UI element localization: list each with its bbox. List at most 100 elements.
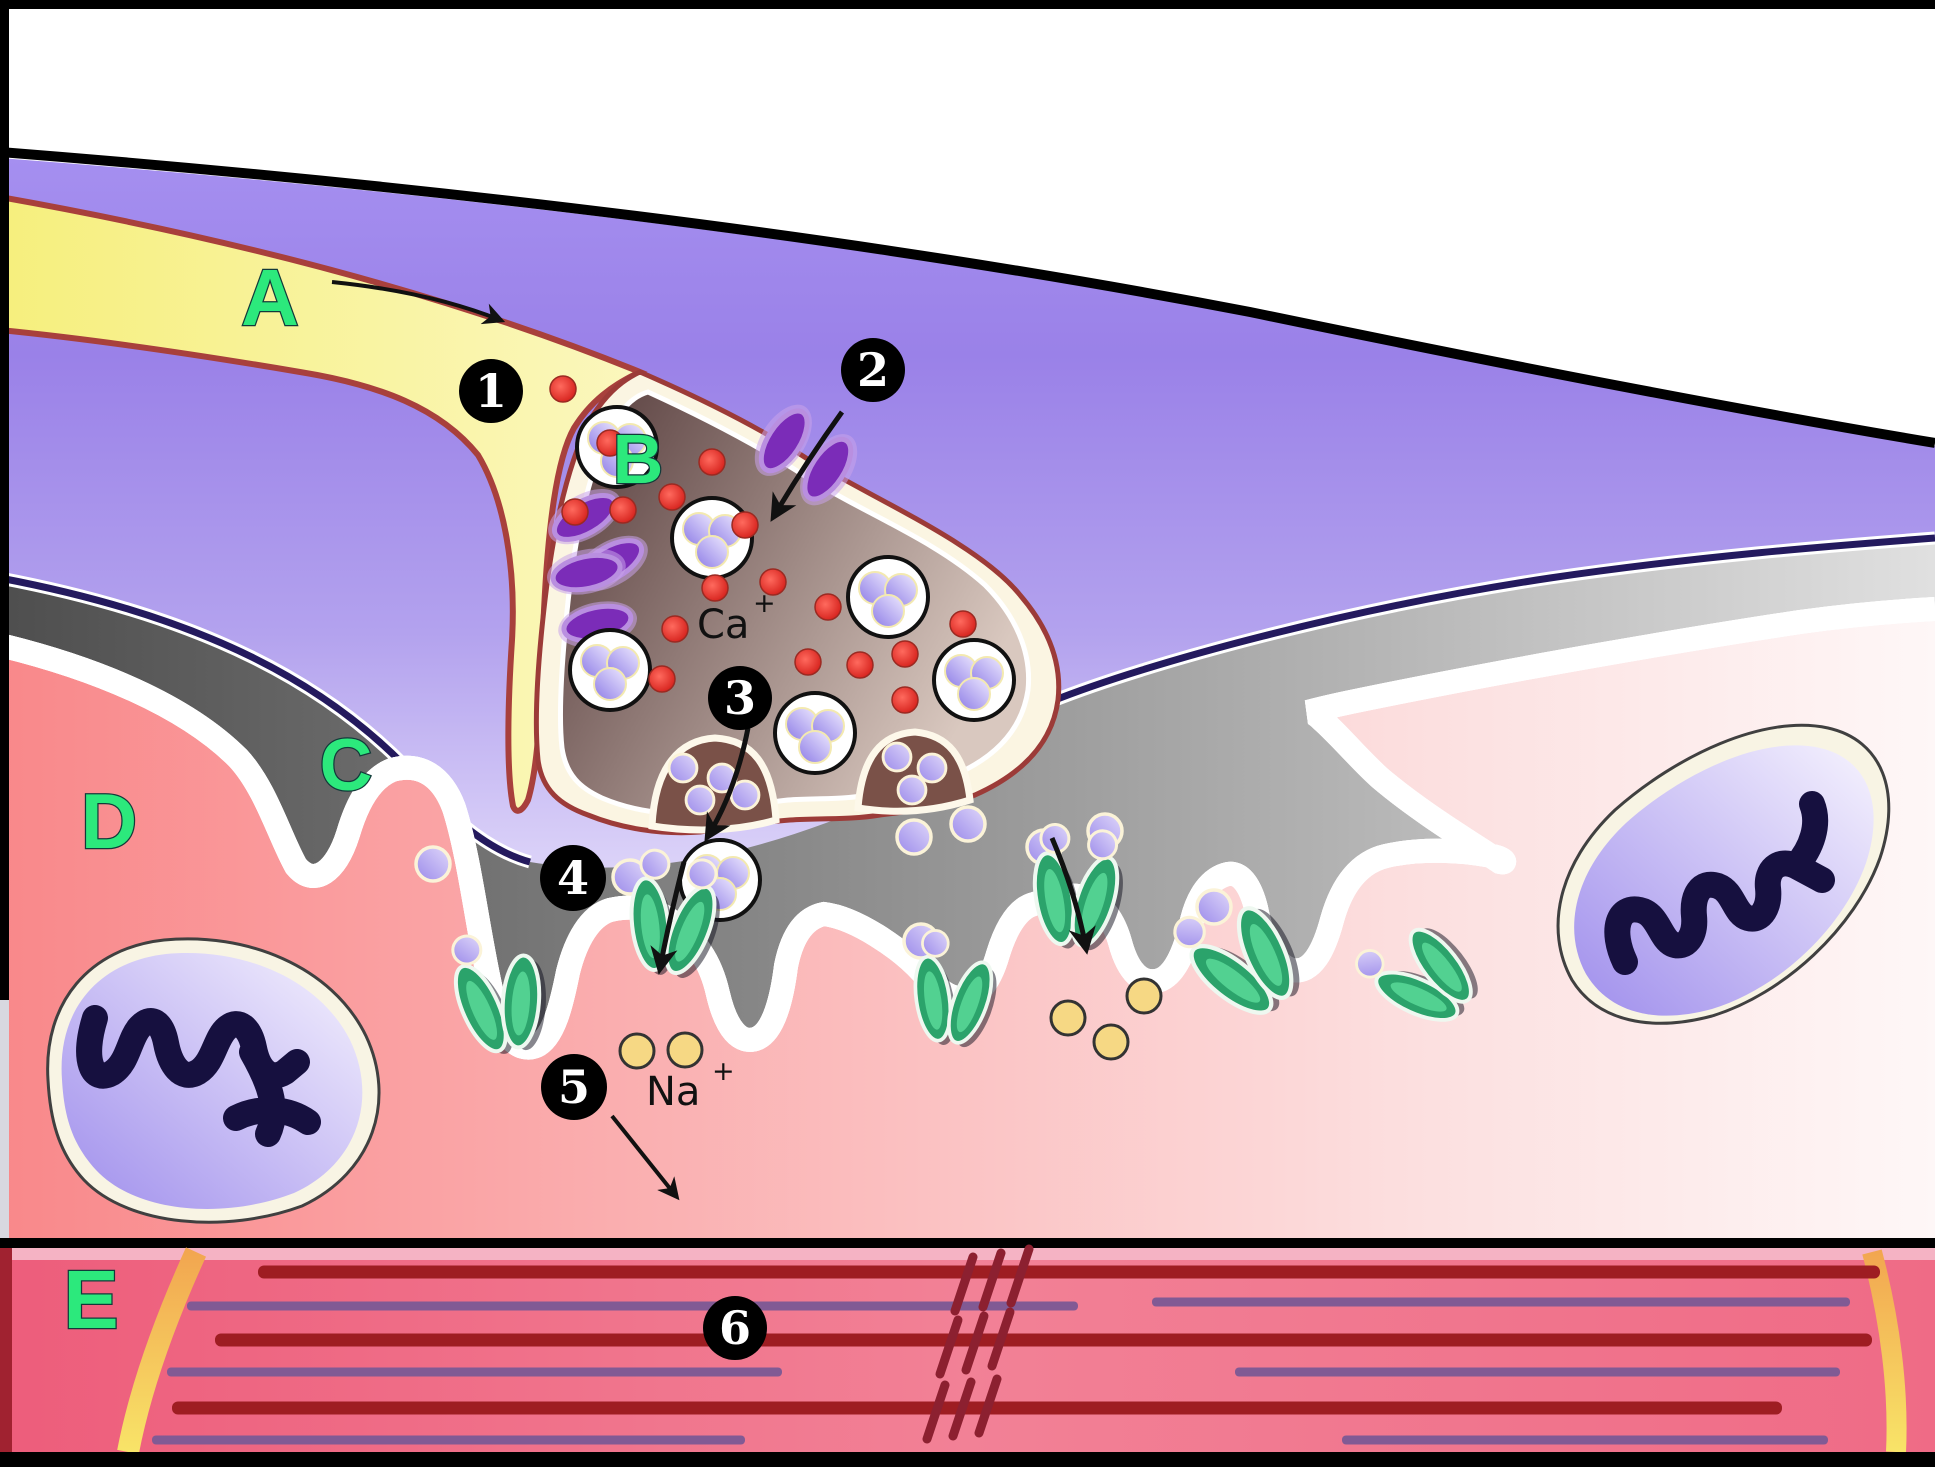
striation-slash — [978, 1248, 1006, 1312]
muscle-fiber-section — [0, 1238, 1935, 1455]
arrow-receptor-binding — [650, 861, 687, 975]
actin-filament-line — [167, 1367, 782, 1377]
step-marker-5: 5 — [541, 1054, 607, 1120]
cleft-top-boundary — [0, 531, 1935, 869]
striation-slash — [922, 1380, 950, 1444]
acetylcholine-docked — [684, 784, 716, 816]
calcium-label: Ca — [697, 602, 749, 648]
step-marker-3: 3 — [708, 666, 772, 730]
acetylcholine-molecule — [1195, 888, 1233, 926]
calcium-ion — [701, 574, 729, 602]
border-top — [0, 0, 1935, 9]
flow-arrows — [331, 280, 1096, 1201]
calcium-ion — [549, 375, 577, 403]
calcium-ion — [661, 615, 689, 643]
border-bottom — [0, 1452, 1935, 1467]
label-cleft: C — [320, 725, 373, 806]
border-left-light — [0, 1000, 9, 1238]
myosin-filament-line — [172, 1401, 1782, 1415]
myosin-filament-line — [215, 1333, 1872, 1347]
calcium-ion — [846, 651, 874, 679]
arrow-calcium-influx — [770, 410, 845, 522]
sodium-ion — [1125, 977, 1163, 1015]
svg-text:1: 1 — [475, 364, 507, 418]
actin-filament-line — [1342, 1435, 1828, 1445]
acetylcholine-receptor-icon — [1020, 820, 1137, 959]
striation-slash — [974, 1374, 1002, 1438]
calcium-ion — [794, 648, 822, 676]
ion-labels: Ca + Na + — [646, 588, 776, 1115]
arrow-vesicle-release — [704, 727, 751, 842]
arrow-action-potential — [331, 280, 506, 325]
striation-slash — [935, 1315, 963, 1379]
label-muscle-cell: D — [81, 777, 137, 865]
muscle-membrane — [0, 609, 1935, 1048]
synaptic-vesicle — [670, 496, 754, 580]
calcium-ion — [814, 593, 842, 621]
sodium-ion — [618, 1032, 656, 1070]
striation-slash — [948, 1377, 976, 1441]
label-muscle-fiber: E — [63, 1253, 118, 1346]
acetylcholine-molecule — [895, 818, 933, 856]
sodium-label: Na — [646, 1069, 700, 1115]
axon-region — [0, 193, 648, 814]
svg-text:5: 5 — [558, 1060, 590, 1114]
acetylcholine-bound — [686, 858, 718, 890]
arrow-receptor-binding-2 — [1049, 837, 1096, 955]
calcium-ion — [731, 511, 759, 539]
svg-text:2: 2 — [857, 343, 889, 397]
acetylcholine-docked — [916, 752, 948, 784]
step-marker-2: 2 — [841, 338, 905, 402]
fiber-yellow-band-right — [1862, 1249, 1907, 1453]
sodium-ion — [1092, 1023, 1130, 1061]
striation-slash — [950, 1252, 978, 1316]
synaptic-vesicle — [846, 555, 930, 639]
acetylcholine-receptor-icon — [612, 844, 737, 989]
label-axon: A — [241, 253, 299, 342]
acetylcholine-receptors — [437, 820, 1503, 1068]
step-markers: 1 2 3 4 5 6 — [459, 338, 905, 1360]
calcium-ion — [609, 496, 637, 524]
calcium-ion — [891, 686, 919, 714]
calcium-charge: + — [753, 588, 776, 619]
sodium-charge: + — [712, 1056, 735, 1087]
calcium-ion — [891, 640, 919, 668]
acetylcholine-bound — [1087, 829, 1119, 861]
svg-text:6: 6 — [719, 1301, 751, 1355]
mito-cristae — [1604, 791, 1835, 975]
sodium-ion — [666, 1031, 704, 1069]
step-marker-1: 1 — [459, 359, 523, 423]
calcium-ion — [648, 665, 676, 693]
nerve-outer-outline — [0, 147, 1935, 448]
svg-text:4: 4 — [557, 851, 589, 905]
actin-filament-line — [152, 1435, 745, 1445]
label-terminal: B — [613, 420, 664, 498]
striation-slash — [987, 1307, 1015, 1371]
myofibril-striations — [152, 1265, 1880, 1445]
striation-slash — [961, 1311, 989, 1375]
step-marker-4: 4 — [540, 845, 606, 911]
striation-slash-marks — [922, 1244, 1034, 1444]
mito-cristae — [76, 1005, 321, 1147]
synaptic-vesicle — [568, 628, 652, 712]
muscle-cell-region — [0, 609, 1935, 1245]
svg-text:3: 3 — [724, 671, 756, 725]
acetylcholine-molecule — [949, 805, 987, 843]
calcium-ion — [561, 498, 589, 526]
synaptic-vesicle — [773, 691, 857, 775]
calcium-ion — [949, 610, 977, 638]
region-labels: A B C D E — [62, 252, 664, 1348]
arrow-sodium-spread — [610, 1114, 680, 1201]
mitochondrion-right — [1556, 723, 1891, 1025]
fiber-yellow-band-left — [117, 1247, 207, 1455]
sodium-ion — [1049, 999, 1087, 1037]
synaptic-vesicle — [932, 638, 1016, 722]
border-left — [0, 0, 9, 1000]
acetylcholine-docked — [729, 779, 761, 811]
actin-filament-line — [1235, 1367, 1840, 1377]
acetylcholine-docked — [896, 774, 928, 806]
step-marker-6: 6 — [703, 1296, 767, 1360]
myosin-filament-line — [258, 1265, 1880, 1279]
actin-filament-line — [1152, 1297, 1850, 1307]
